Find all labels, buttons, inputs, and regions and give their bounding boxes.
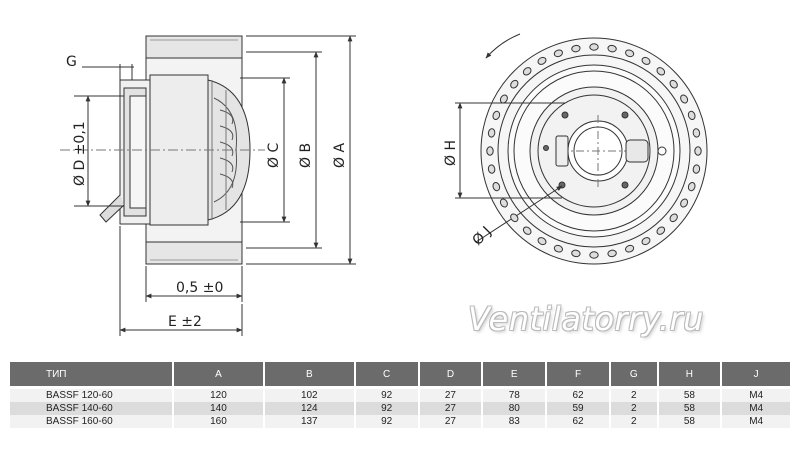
- cell-type: BASSF 120-60: [10, 386, 174, 402]
- flange-hole: [589, 251, 599, 259]
- cell-d: 27: [419, 415, 484, 428]
- dim-label-b: Ø B: [298, 143, 314, 168]
- dim-label-c: Ø C: [266, 143, 282, 168]
- flange-hole: [510, 79, 519, 89]
- header-a: A: [174, 362, 265, 386]
- header-h: H: [658, 362, 723, 386]
- cell-b: 102: [264, 386, 356, 402]
- cell-g: 2: [610, 415, 659, 428]
- cell-b: 124: [264, 402, 356, 415]
- flange-hole: [537, 237, 547, 246]
- watermark: Ventilatorry.ru: [468, 300, 704, 338]
- cell-h: 58: [658, 415, 723, 428]
- header-type: ТИП: [10, 362, 174, 386]
- flange-hole: [641, 237, 651, 246]
- flange-hole: [492, 182, 501, 192]
- flange-hole: [537, 56, 547, 65]
- cell-c: 92: [355, 402, 420, 415]
- header-f: F: [547, 362, 611, 386]
- cell-j: M4: [722, 415, 790, 428]
- flange-hole: [571, 44, 581, 53]
- flange-hole: [625, 244, 635, 253]
- front-view: [455, 33, 708, 265]
- cell-type: BASSF 160-60: [10, 415, 174, 428]
- cell-a: 160: [174, 415, 265, 428]
- header-g: G: [610, 362, 659, 386]
- cell-c: 92: [355, 415, 420, 428]
- cell-b: 137: [264, 415, 356, 428]
- flange-hole: [499, 198, 508, 208]
- table-row: BASSF 160-60 160 137 92 27 83 62 2 58 M4: [10, 415, 790, 428]
- cell-d: 27: [419, 402, 484, 415]
- flange-hole: [607, 249, 617, 258]
- cell-h: 58: [658, 402, 723, 415]
- cell-type: BASSF 140-60: [10, 402, 174, 415]
- cell-g: 2: [610, 386, 659, 402]
- technical-drawing: G Ø D ±0,1 Ø C Ø B Ø A 0,5 ±0 E ±2: [60, 33, 708, 336]
- flange-hole: [589, 43, 599, 51]
- header-c: C: [355, 362, 420, 386]
- flange-holes: [486, 43, 702, 259]
- flange-hole: [656, 67, 666, 76]
- dim-label-h: Ø H: [443, 140, 459, 166]
- flange-hole: [522, 67, 532, 76]
- flange-hole: [694, 146, 702, 156]
- flange-hole: [492, 110, 501, 120]
- flange-hole: [499, 94, 508, 104]
- side-view: [60, 35, 356, 336]
- dim-label-e: E ±2: [168, 314, 202, 330]
- flange-hole: [487, 128, 496, 138]
- flange-hole: [625, 49, 635, 58]
- dim-label-j: Ø J: [470, 224, 495, 249]
- dim-label-d: Ø D ±0,1: [72, 121, 88, 186]
- cell-a: 120: [174, 386, 265, 402]
- cell-f: 62: [547, 415, 611, 428]
- cell-f: 59: [547, 402, 611, 415]
- flange-hole: [680, 94, 689, 104]
- header-j: J: [722, 362, 790, 386]
- flange-hole: [607, 44, 617, 53]
- flange-hole: [687, 182, 696, 192]
- flange-hole: [641, 56, 651, 65]
- cell-g: 2: [610, 402, 659, 415]
- flange-hole: [687, 110, 696, 120]
- flange-hole: [487, 164, 496, 174]
- table-row: BASSF 120-60 120 102 92 27 78 62 2 58 M4: [10, 386, 790, 402]
- flange-hole: [692, 164, 701, 174]
- cell-e: 80: [483, 402, 548, 415]
- spec-table: ТИП A B C D E F G H J BASSF 120-60 120 1…: [10, 362, 790, 428]
- header-e: E: [483, 362, 548, 386]
- flange-hole: [656, 226, 666, 235]
- dim-label-g: G: [66, 54, 77, 70]
- table-header-row: ТИП A B C D E F G H J: [10, 362, 790, 386]
- cell-j: M4: [722, 402, 790, 415]
- header-d: D: [419, 362, 484, 386]
- dim-label-a: Ø A: [332, 143, 348, 168]
- flange-hole: [692, 128, 701, 138]
- cell-h: 58: [658, 386, 723, 402]
- flange-hole: [669, 213, 678, 223]
- flange-hole: [571, 249, 581, 258]
- cell-e: 83: [483, 415, 548, 428]
- flange-hole: [553, 49, 563, 58]
- table-row: BASSF 140-60 140 124 92 27 80 59 2 58 M4: [10, 402, 790, 415]
- cell-j: M4: [722, 386, 790, 402]
- flange-hole: [680, 198, 689, 208]
- flange-hole: [669, 79, 678, 89]
- flange-hole: [486, 146, 494, 156]
- flange-hole: [553, 244, 563, 253]
- flange-hole: [522, 226, 532, 235]
- cell-d: 27: [419, 386, 484, 402]
- dim-label-f: 0,5 ±0: [176, 280, 223, 296]
- cell-e: 78: [483, 386, 548, 402]
- cell-a: 140: [174, 402, 265, 415]
- cell-f: 62: [547, 386, 611, 402]
- cell-c: 92: [355, 386, 420, 402]
- flange-hole: [510, 213, 519, 223]
- header-b: B: [264, 362, 356, 386]
